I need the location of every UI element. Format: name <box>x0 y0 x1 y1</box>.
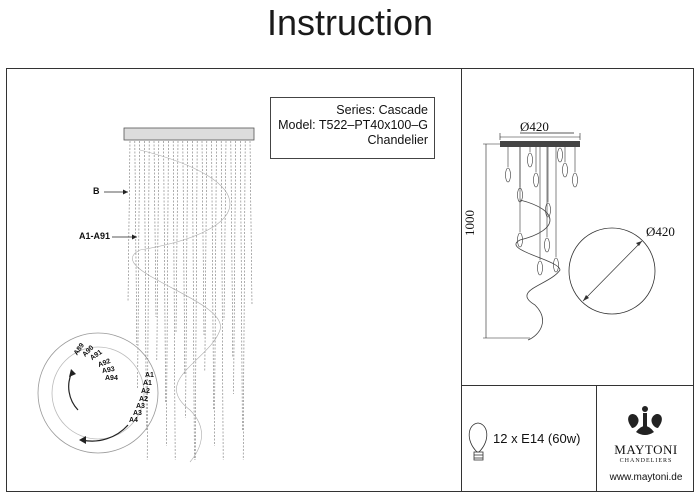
crystal-strand <box>156 140 160 361</box>
pendant-bulb <box>505 167 511 183</box>
frame-divider-vertical <box>461 68 462 492</box>
crystal-strand <box>220 140 224 461</box>
spec-box: Series: Cascade Model: T522–PT40x100–G C… <box>270 97 435 159</box>
crystal-strand <box>144 140 147 432</box>
brand-name: MAYTONI <box>614 442 678 457</box>
crystal-strand <box>214 140 217 447</box>
ceiling-plate <box>123 127 255 141</box>
ring-label-a2-inner: A2 <box>139 396 148 403</box>
pendant-bulb <box>557 147 563 163</box>
crystal-strand <box>153 140 157 318</box>
crystal-strand <box>185 140 188 419</box>
label-b: B <box>93 186 100 196</box>
crystal-strand <box>182 140 186 376</box>
pendant-bulb <box>533 172 539 188</box>
side-ceiling-plate <box>500 141 580 147</box>
crystal-strand <box>194 140 198 461</box>
crystal-strand <box>201 140 205 336</box>
crystal-strand <box>192 140 195 461</box>
crystal-strand <box>242 140 246 461</box>
ring-arrow-upper <box>68 371 79 411</box>
crystal-strand <box>134 140 138 346</box>
ring-outer <box>37 332 159 454</box>
height-dimension: 1000 <box>462 210 477 236</box>
drawing-frame <box>6 68 694 492</box>
crystal-strand <box>172 140 176 461</box>
spec-type: Chandelier <box>367 133 428 147</box>
frame-divider-horizontal <box>461 385 694 386</box>
label-a-range: A1-A91 <box>79 231 111 241</box>
top-view-circle <box>568 227 656 315</box>
ring-inner <box>51 346 145 440</box>
crystal-strand <box>204 140 208 373</box>
ring-label-a2-outer: A2 <box>141 388 150 395</box>
crystal-strand <box>137 140 140 389</box>
crystal-strand <box>163 140 166 404</box>
diameter-dimension: Ø420 <box>646 224 675 239</box>
spec-model: Model: T522–PT40x100–G <box>278 118 428 132</box>
ring-arrow-lower <box>81 424 129 442</box>
width-dimension: Ø420 <box>520 119 549 134</box>
pendant-bulb <box>537 260 543 276</box>
pendant-lamps <box>505 147 578 276</box>
ring-label-a4: A4 <box>129 417 138 424</box>
crystal-strand <box>175 140 179 333</box>
brand-subtitle: CHANDELIERS <box>619 458 673 464</box>
ring-label-a3-outer: A3 <box>136 403 145 410</box>
spiral-outline <box>515 199 561 341</box>
crystal-strand <box>230 140 234 358</box>
crystal-strand <box>211 140 214 410</box>
ring-label-a1-outer: A1 <box>145 372 154 379</box>
spec-series: Series: Cascade <box>336 103 428 117</box>
crystal-strand <box>233 140 236 395</box>
brand-website: www.maytoni.de <box>609 472 683 483</box>
light-bulb-icon <box>468 422 488 461</box>
page-title: Instruction <box>266 2 434 43</box>
pendant-bulb <box>544 237 550 253</box>
crystal-strand <box>166 140 169 447</box>
diameter-line <box>582 240 643 302</box>
pendant-bulb <box>562 162 568 178</box>
crystal-strand <box>127 140 131 303</box>
bulb-spec: 12 x E14 (60w) <box>493 431 581 446</box>
crystal-strand <box>240 140 243 432</box>
ring-label-a1-inner: A1 <box>143 380 152 387</box>
cascade-spiral <box>132 149 231 463</box>
ring-label-a3-inner: A3 <box>133 410 142 417</box>
crystal-strand <box>223 140 227 321</box>
frame-divider-footer <box>596 385 597 492</box>
maytoni-crest-logo <box>628 406 662 435</box>
pendant-bulb <box>527 152 533 168</box>
crystal-strand <box>146 140 150 461</box>
crystal-cascade <box>127 140 253 463</box>
ring-label-a94: A94 <box>105 375 118 382</box>
pendant-bulb <box>572 172 578 188</box>
crystal-strand <box>249 140 253 306</box>
